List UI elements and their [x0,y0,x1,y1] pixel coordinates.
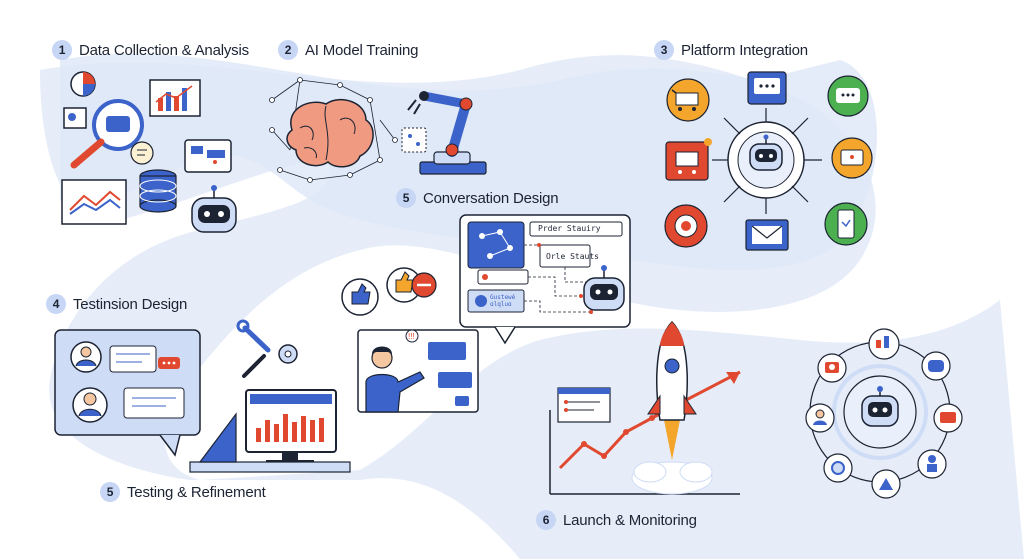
user-avatar-icon-a [70,341,102,373]
brain-icon [286,99,374,168]
svg-text:!!!: !!! [408,332,415,341]
mobile-phone-icon [824,202,868,246]
step-title: Data Collection & Analysis [79,41,249,59]
step-number-badge: 6 [536,510,556,530]
step-number-badge: 1 [52,40,72,60]
step-4-label: 4 Testinsion Design [46,294,187,314]
browser-window-icon [557,387,611,423]
thumbs-up-bubble-icon [341,278,379,316]
orbit-icon-message [933,403,963,433]
desk-stand-icon [189,412,351,473]
chat-window-icon [184,139,232,173]
user-avatar-icon-b [72,387,108,423]
neural-network-icon [269,77,398,183]
orbit-icon-support [871,469,901,499]
step-number-badge: 5 [396,188,416,208]
shopping-cart-icon [666,78,710,122]
step-2-label: 2 AI Model Training [278,40,419,60]
robot-icon-step1 [191,185,237,233]
orbit-icon-analytics [868,328,900,360]
step-title: Launch & Monitoring [563,511,697,529]
flow-tag-order-status-mid: Orle Stauts [546,252,599,261]
step-title: Conversation Design [423,189,559,207]
step-number-badge: 5 [100,482,120,502]
orbit-icon-user [805,403,835,433]
presenter-person-icon [365,346,425,413]
bar-chart-frame-icon [149,79,201,117]
lifebuoy-icon [664,204,708,248]
step-number-badge: 2 [278,40,298,60]
stop-bubble-icon [411,272,437,298]
step-title: Testinsion Design [73,295,188,313]
circuit-chip-icon [401,127,427,153]
shop-cart-red-icon [665,138,712,181]
wrench-gear-icon [236,319,298,378]
line-chart-frame-icon [61,179,127,225]
robot-icon-monitor [861,386,899,427]
flow-tag-user-card: Gustewé ɑlqluɑ [490,294,516,308]
orbit-icon-settings [823,453,853,483]
step-testing-label: 5 Testing & Refinement [100,482,266,502]
chat-bubble-note-icon [130,141,154,165]
robot-icon-hub [749,134,783,171]
magnifier-icon [70,99,144,169]
orbit-icon-team [917,449,947,479]
step-conversation-label: 5 Conversation Design [396,188,559,208]
monitor-dashboard-icon [245,389,337,464]
step-number-badge: 4 [46,294,66,314]
email-icon [745,219,789,251]
chat-orange-icon [831,137,873,179]
step-title: AI Model Training [305,41,419,59]
robot-icon-flow [583,265,625,311]
messenger-icon [827,75,869,117]
robot-arm-icon [407,91,487,175]
rocket-icon [631,320,713,495]
database-icon [139,169,177,213]
document-icon [63,107,87,129]
step-6-label: 6 Launch & Monitoring [536,510,697,530]
step-number-badge: 3 [654,40,674,60]
orbit-icon-robot [921,351,951,381]
pie-chart-icon [70,71,96,97]
step-1-label: 1 Data Collection & Analysis [52,40,249,60]
flow-tag-order-status: Prder Stauiry [538,224,601,233]
chat-message-icon [747,71,787,105]
step-title: Testing & Refinement [127,483,266,501]
step-title: Platform Integration [681,41,808,59]
flow-panel [459,214,631,345]
growth-chart-icon [549,370,741,495]
step-3-label: 3 Platform Integration [654,40,808,60]
orbit-icon-camera [817,353,847,383]
